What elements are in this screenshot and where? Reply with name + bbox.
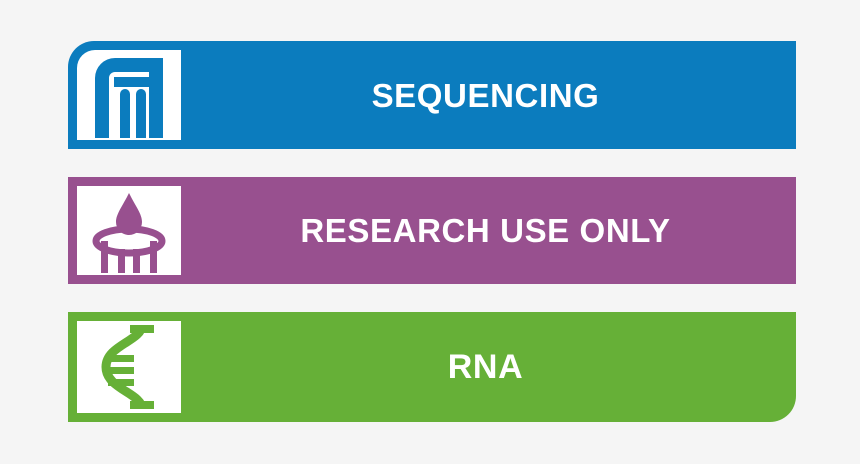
banner-label-sequencing: SEQUENCING <box>371 76 600 114</box>
sequencing-gel-icon <box>89 52 169 138</box>
banner-research-use-only[interactable]: RESEARCH USE ONLY <box>68 177 796 284</box>
banner-sequencing[interactable]: SEQUENCING <box>68 41 796 149</box>
rna-helix-icon <box>92 323 166 411</box>
banner-label-research-use-only: RESEARCH USE ONLY <box>300 212 671 249</box>
banner-label-rna: RNA <box>447 348 524 386</box>
icon-box-rna <box>77 321 181 413</box>
sample-droplet-plate-icon <box>88 189 170 273</box>
icon-box-sequencing <box>77 50 181 140</box>
banner-rna[interactable]: RNA <box>68 312 796 422</box>
icon-box-research-use-only <box>77 186 181 275</box>
